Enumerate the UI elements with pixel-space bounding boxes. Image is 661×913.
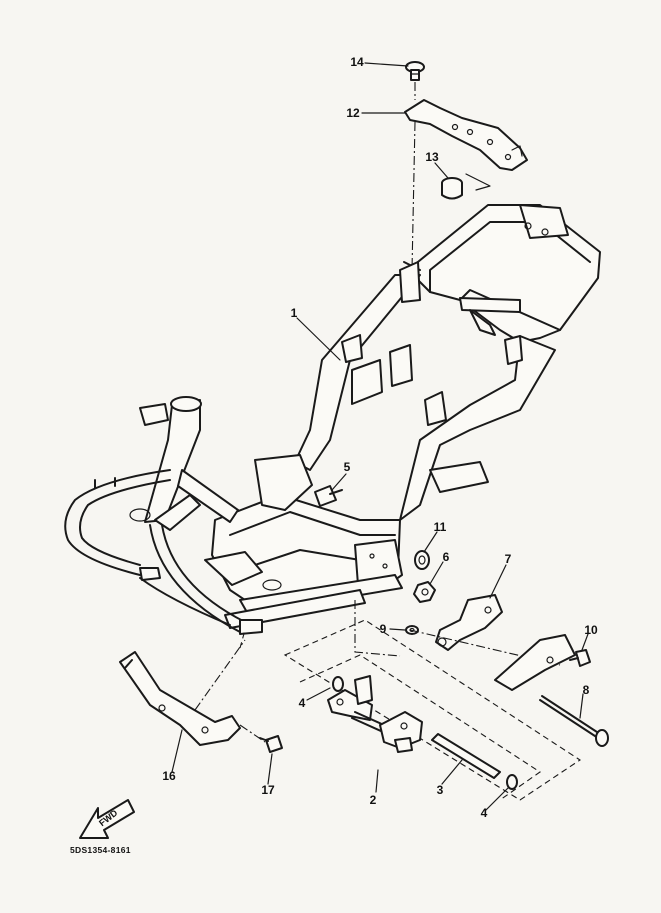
bracket-7-icon [435,594,503,651]
callout-2: 2 [369,793,377,807]
nut-6-icon [413,581,436,603]
callout-6: 6 [442,550,450,564]
callout-9: 9 [379,622,387,636]
callout-10: 10 [584,623,598,637]
washer-4b-icon [506,774,518,790]
callout-4-lower: 4 [480,806,488,820]
leader-lines [171,62,589,811]
washer-4a-icon [332,676,344,692]
callout-13: 13 [425,150,439,164]
main-frame-1 [64,204,601,635]
bolt-10-icon [569,649,591,667]
engine-mount-2 [327,675,423,753]
bolt-14-icon [405,61,425,81]
fwd-arrow-icon [79,799,135,839]
damper-13-icon [441,173,491,200]
bracket-12-icon [404,99,528,171]
collar-11-icon [414,550,430,570]
callout-5: 5 [343,460,351,474]
callout-14: 14 [350,55,364,69]
callout-7: 7 [504,552,512,566]
callout-4-upper: 4 [298,696,306,710]
reference-code: 5DS1354-8161 [70,845,131,855]
callout-16: 16 [162,769,176,783]
guard-16-icon [119,651,241,746]
bolt-8-icon [539,695,609,747]
callout-8: 8 [582,683,590,697]
callout-12: 12 [346,106,360,120]
bolt-17-icon [259,735,283,753]
bolt-5-icon [314,485,343,507]
callout-3: 3 [436,783,444,797]
callout-17: 17 [261,783,275,797]
callout-11: 11 [433,520,447,534]
shaft-3-icon [431,733,501,779]
callout-1: 1 [290,306,298,320]
bracket-right-icon [494,634,576,691]
